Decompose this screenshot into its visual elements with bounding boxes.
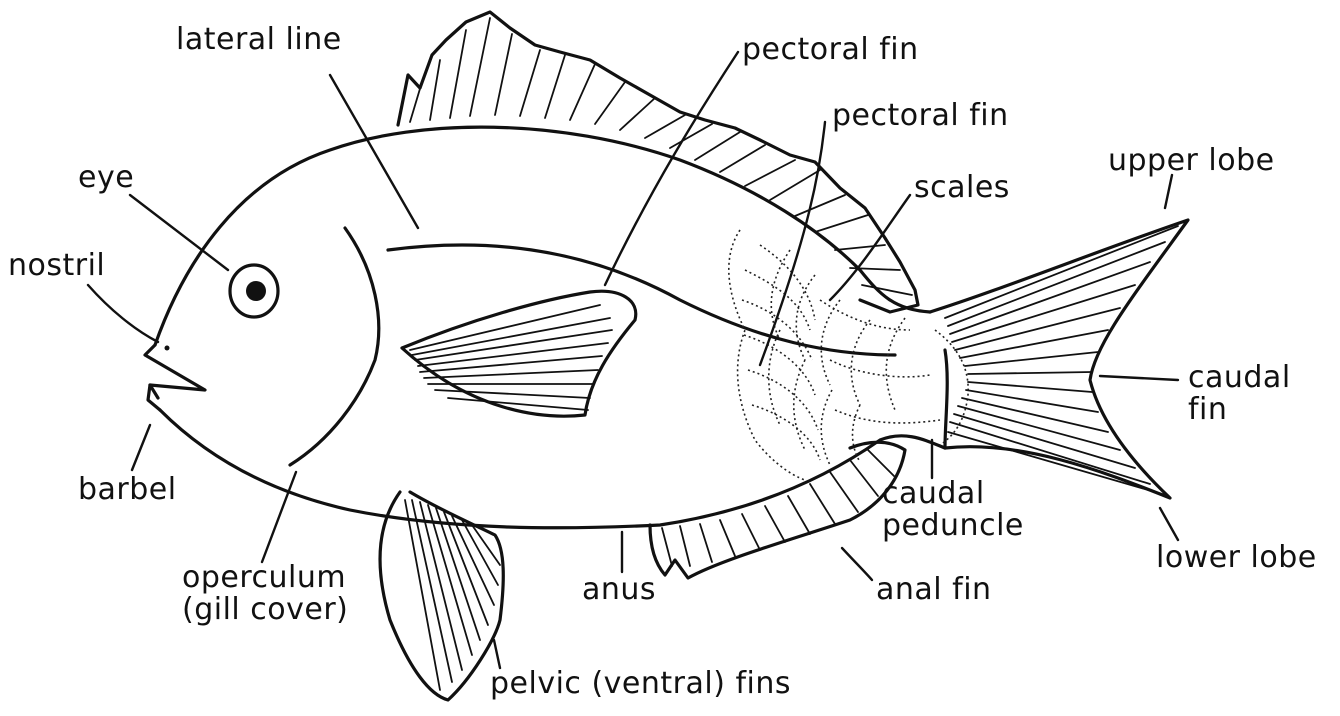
leader-pectoral-fin-2: [760, 122, 825, 365]
leader-operculum: [262, 472, 296, 562]
leader-lower-lobe: [1160, 508, 1178, 540]
leader-anal-fin: [842, 548, 872, 580]
lateral-line: [388, 245, 895, 355]
label-caudal-peduncle: caudal peduncle: [882, 478, 1024, 541]
label-pectoral-fin-1: pectoral fin: [742, 34, 919, 66]
leader-scales: [830, 195, 910, 300]
label-nostril: nostril: [8, 250, 105, 282]
leader-eye: [130, 195, 228, 270]
fish-body: [145, 127, 947, 528]
label-anus: anus: [582, 574, 656, 606]
leader-pectoral-fin-1: [605, 52, 738, 285]
nostril-dot: [165, 346, 170, 351]
leader-caudal-fin: [1100, 376, 1178, 380]
label-lower-lobe: lower lobe: [1156, 542, 1317, 574]
leader-nostril: [88, 285, 158, 342]
operculum: [290, 228, 379, 465]
pectoral-fin-drawing: [402, 291, 636, 416]
label-anal-fin: anal fin: [876, 574, 992, 606]
label-pectoral-fin-2: pectoral fin: [832, 100, 1009, 132]
label-scales: scales: [914, 172, 1010, 204]
caudal-fin-drawing: [930, 220, 1188, 498]
label-barbel: barbel: [78, 474, 177, 506]
leader-pelvic-fins: [494, 640, 500, 668]
label-operculum: operculum (gill cover): [182, 562, 348, 625]
label-pelvic-fins: pelvic (ventral) fins: [490, 668, 791, 700]
leader-upper-lobe: [1165, 175, 1172, 208]
label-lateral-line: lateral line: [176, 24, 342, 56]
label-eye: eye: [78, 162, 134, 194]
label-caudal-fin: caudal fin: [1188, 362, 1291, 425]
eye: [230, 265, 278, 317]
leader-barbel: [132, 425, 150, 470]
pelvic-fin-drawing: [380, 492, 503, 700]
label-upper-lobe: upper lobe: [1108, 145, 1275, 177]
